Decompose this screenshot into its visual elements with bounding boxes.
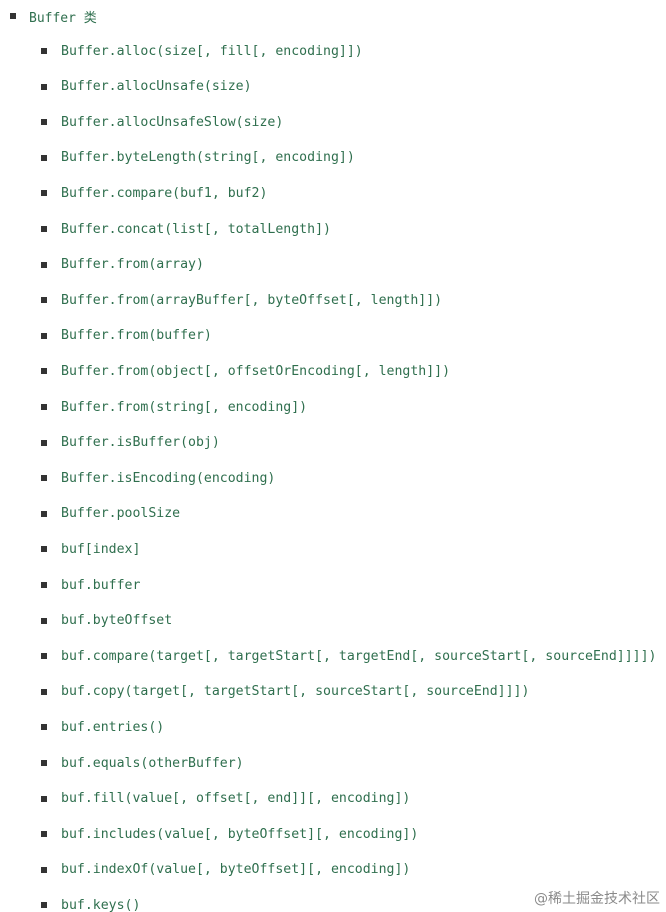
api-method-link[interactable]: Buffer.allocUnsafeSlow(size) [61,114,284,130]
square-bullet-icon [41,190,47,197]
api-method-link[interactable]: Buffer.alloc(size[, fill[, encoding]]) [61,43,363,59]
api-method-link[interactable]: Buffer.isBuffer(obj) [61,435,220,451]
api-method-link[interactable]: buf.copy(target[, targetStart[, sourceSt… [61,684,530,700]
list-item: buf[index] [41,538,140,560]
list-item: buf.equals(otherBuffer) [41,752,244,774]
square-bullet-icon [41,119,47,126]
square-bullet-icon [41,617,47,624]
square-bullet-icon [10,13,16,19]
list-item: Buffer.allocUnsafe(size) [41,76,252,98]
list-item: Buffer.concat(list[, totalLength]) [41,218,331,240]
api-method-link[interactable]: buf.equals(otherBuffer) [61,755,244,771]
api-method-link[interactable]: Buffer.isEncoding(encoding) [61,470,276,486]
square-bullet-icon [41,688,47,695]
api-method-link[interactable]: Buffer.poolSize [61,506,181,522]
square-bullet-icon [41,261,47,268]
square-bullet-icon [41,154,47,161]
square-bullet-icon [41,83,47,90]
list-item: Buffer.poolSize [41,503,180,525]
api-method-link[interactable]: buf.byteOffset [61,613,173,629]
square-bullet-icon [41,831,47,838]
api-method-link[interactable]: buf.compare(target[, targetStart[, targe… [61,648,657,664]
list-item: Buffer.allocUnsafeSlow(size) [41,111,283,133]
section-heading-label[interactable]: Buffer 类 [29,10,97,26]
list-item: Buffer.from(object[, offsetOrEncoding[, … [41,360,450,382]
watermark: @稀土掘金技术社区 [534,891,660,907]
list-item: Buffer.isEncoding(encoding) [41,467,275,489]
square-bullet-icon [41,439,47,446]
api-method-link[interactable]: Buffer.from(array) [61,257,204,273]
square-bullet-icon [41,760,47,766]
square-bullet-icon [41,582,47,588]
api-method-link[interactable]: buf.entries() [61,719,165,735]
api-method-link[interactable]: Buffer.compare(buf1, buf2) [61,185,268,201]
api-method-link[interactable]: buf.keys() [61,897,141,912]
square-bullet-icon [41,368,47,375]
square-bullet-icon [41,653,47,660]
square-bullet-icon [41,902,47,909]
api-method-link[interactable]: buf.fill(value[, offset[, end]][, encodi… [61,791,411,807]
list-item: buf.compare(target[, targetStart[, targe… [41,645,656,667]
section-heading: Buffer 类 [10,5,97,27]
list-item: Buffer.from(arrayBuffer[, byteOffset[, l… [41,289,442,311]
api-method-link[interactable]: buf[index] [61,541,141,557]
list-item: buf.entries() [41,716,164,738]
api-method-link[interactable]: Buffer.concat(list[, totalLength]) [61,221,331,237]
square-bullet-icon [41,297,47,304]
api-method-link[interactable]: buf.includes(value[, byteOffset][, encod… [61,826,419,842]
list-item: Buffer.from(buffer) [41,325,212,347]
list-item: Buffer.compare(buf1, buf2) [41,182,267,204]
list-item: buf.includes(value[, byteOffset][, encod… [41,823,418,845]
api-method-link[interactable]: Buffer.from(arrayBuffer[, byteOffset[, l… [61,292,443,308]
square-bullet-icon [41,546,47,553]
square-bullet-icon [41,332,47,339]
api-method-link[interactable]: buf.buffer [61,577,141,593]
square-bullet-icon [41,724,47,731]
api-method-link[interactable]: Buffer.from(string[, encoding]) [61,399,308,415]
square-bullet-icon [41,475,47,482]
square-bullet-icon [41,404,47,410]
square-bullet-icon [41,510,47,517]
list-item: Buffer.from(array) [41,254,204,276]
list-item: buf.buffer [41,574,140,596]
api-method-link[interactable]: Buffer.from(object[, offsetOrEncoding[, … [61,363,451,379]
square-bullet-icon [41,866,47,873]
list-item: buf.copy(target[, targetStart[, sourceSt… [41,681,529,703]
square-bullet-icon [41,48,47,54]
square-bullet-icon [41,226,47,232]
api-method-link[interactable]: Buffer.allocUnsafe(size) [61,79,252,95]
list-item: buf.indexOf(value[, byteOffset][, encodi… [41,859,410,881]
api-method-link[interactable]: Buffer.byteLength(string[, encoding]) [61,150,355,166]
list-item: Buffer.alloc(size[, fill[, encoding]]) [41,40,363,62]
list-item: Buffer.from(string[, encoding]) [41,396,307,418]
api-method-link[interactable]: buf.indexOf(value[, byteOffset][, encodi… [61,862,411,878]
square-bullet-icon [41,795,47,802]
list-item: buf.keys() [41,894,140,912]
list-item: Buffer.byteLength(string[, encoding]) [41,147,355,169]
list-item: buf.byteOffset [41,610,172,632]
api-method-link[interactable]: Buffer.from(buffer) [61,328,212,344]
list-item: buf.fill(value[, offset[, end]][, encodi… [41,788,410,810]
list-item: Buffer.isBuffer(obj) [41,432,220,454]
